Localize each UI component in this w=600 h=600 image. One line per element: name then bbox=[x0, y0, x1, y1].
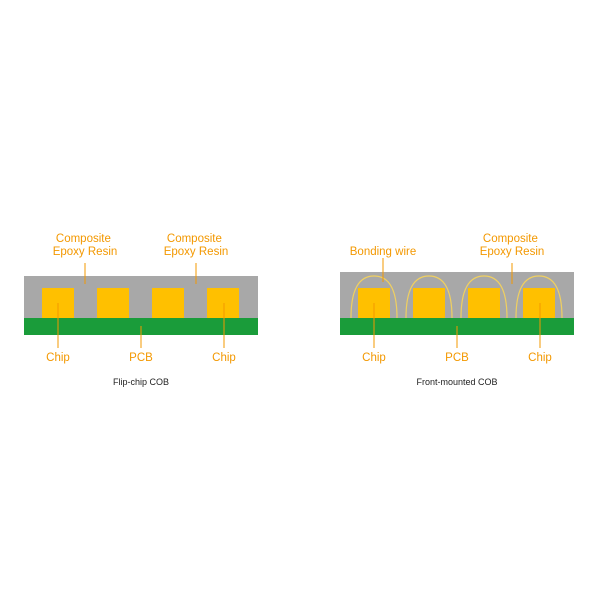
pcb-label: PCB bbox=[129, 352, 153, 364]
chip bbox=[97, 288, 129, 318]
chip-label-right: Chip bbox=[528, 352, 552, 364]
chip bbox=[152, 288, 184, 318]
chip bbox=[523, 288, 555, 318]
bonding-wire bbox=[515, 275, 563, 319]
bonding-wire bbox=[405, 275, 453, 319]
pcb-label: PCB bbox=[445, 352, 469, 364]
chip bbox=[413, 288, 445, 318]
chip-label-right: Chip bbox=[212, 352, 236, 364]
front-mounted-cob-diagram: Bonding wire Composite Epoxy Resin Chip … bbox=[340, 233, 574, 387]
flip-chip-cob-diagram: Composite Epoxy Resin Composite Epoxy Re… bbox=[24, 233, 258, 387]
chip-label-left: Chip bbox=[46, 352, 70, 364]
resin-label-2: Composite Epoxy Resin bbox=[164, 233, 229, 258]
resin-label: Composite Epoxy Resin bbox=[53, 233, 118, 258]
bonding-wire bbox=[350, 275, 398, 319]
chip bbox=[207, 288, 239, 318]
bonding-wire bbox=[460, 275, 508, 319]
bonding-wire-label: Bonding wire bbox=[350, 246, 416, 258]
bonding-wires bbox=[350, 275, 563, 319]
diagram-caption: Flip-chip COB bbox=[113, 377, 169, 387]
chip bbox=[468, 288, 500, 318]
diagram-caption: Front-mounted COB bbox=[416, 377, 497, 387]
chip-label-left: Chip bbox=[362, 352, 386, 364]
resin-label: Composite Epoxy Resin bbox=[480, 233, 545, 258]
